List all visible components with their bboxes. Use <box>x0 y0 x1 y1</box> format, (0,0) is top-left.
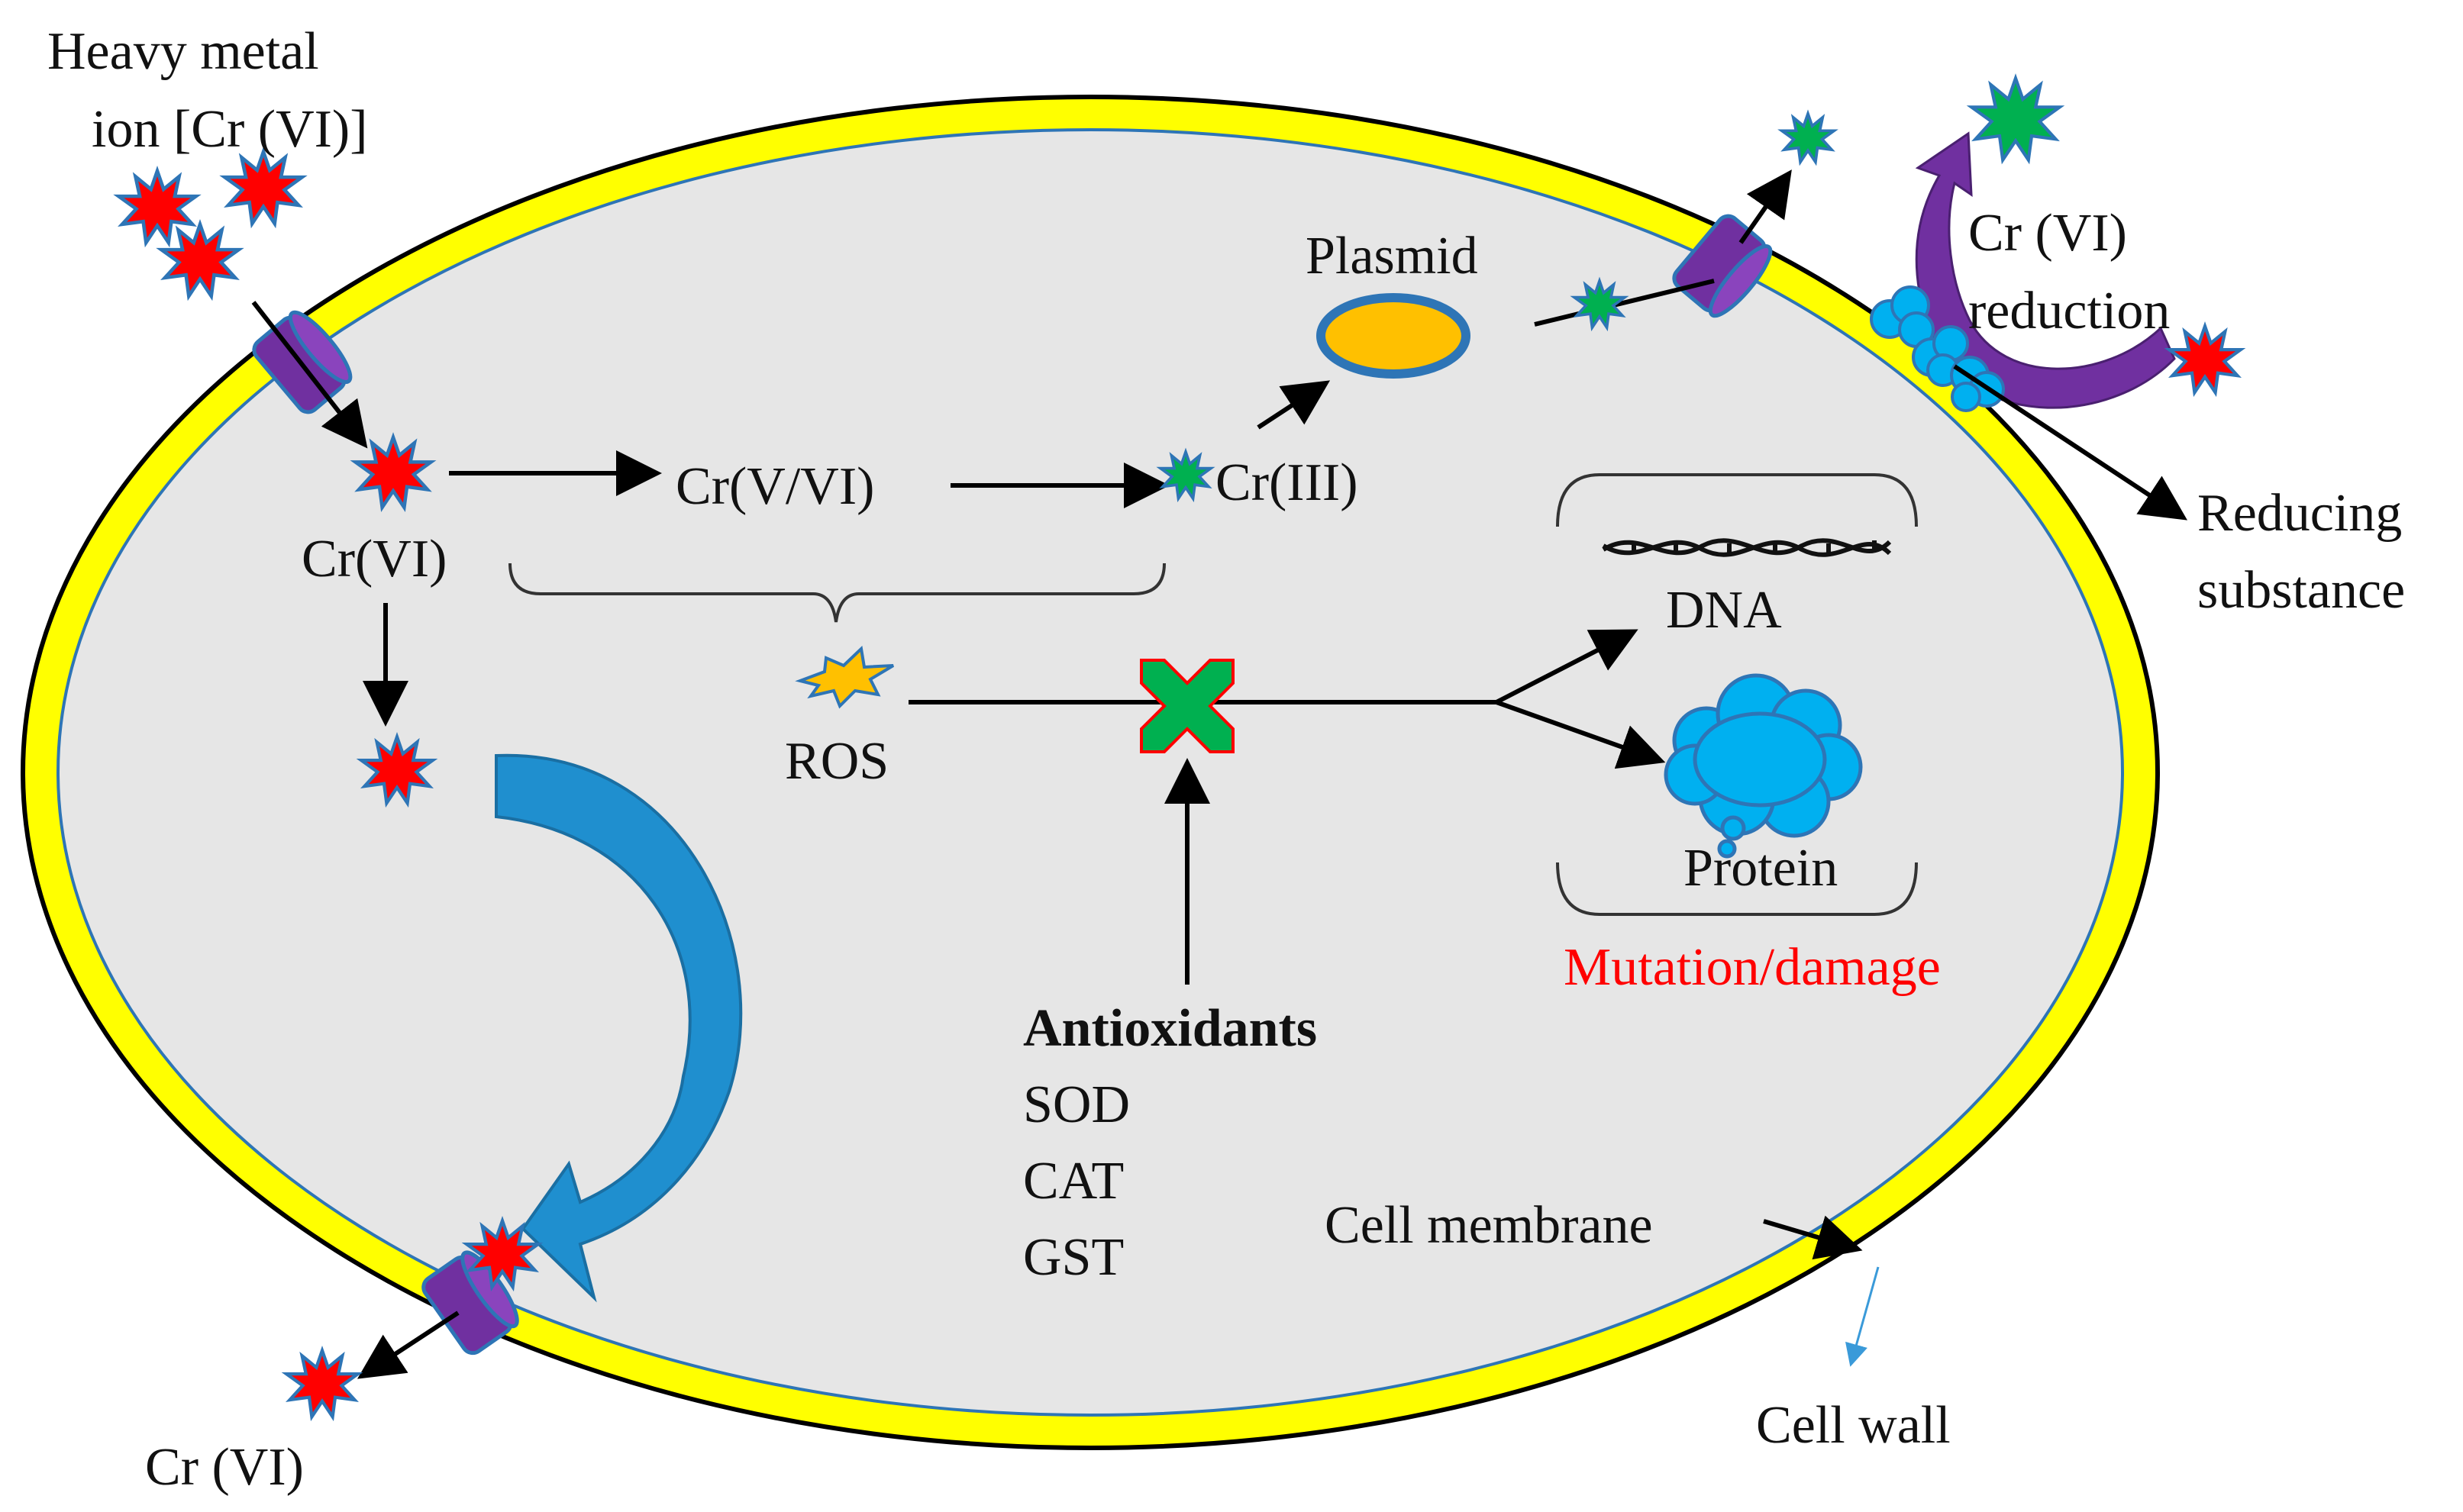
dna-protein-top-bracket <box>1556 473 1918 527</box>
sod-label: SOD <box>1023 1075 1130 1134</box>
cr-vi-ion-icon <box>118 171 195 243</box>
dna-strand-icon <box>1602 538 1892 557</box>
arrow-import <box>251 301 368 449</box>
ros-label: ROS <box>785 732 889 791</box>
cr-v-vi-label: Cr(V/VI) <box>676 457 874 516</box>
cr-vi-out-label: Cr (VI) <box>145 1438 304 1497</box>
cr-vi-ion-icon <box>161 224 238 296</box>
cr-iii-label: Cr(III) <box>1215 453 1358 512</box>
inhibition-cross-icon <box>1140 659 1235 753</box>
arrow-reducing-substance <box>1953 364 2188 521</box>
gst-label: GST <box>1023 1228 1124 1287</box>
arrow-to-plasmid <box>1257 380 1331 430</box>
cr-vi-inside-label: Cr(VI) <box>302 530 447 588</box>
arrow-to-dna <box>1495 629 1638 704</box>
cell-membrane-label: Cell membrane <box>1325 1196 1653 1255</box>
reducing-substance-label-line1: Reducing <box>2197 484 2402 543</box>
cr-reduction-label-line2: reduction <box>1968 282 2170 340</box>
cr-iii-ion-icon <box>1971 79 2060 160</box>
plasmid-label: Plasmid <box>1306 227 1478 285</box>
dna-protein-bottom-bracket <box>1556 862 1918 916</box>
protein-cloud-icon <box>1664 673 1863 859</box>
ros-burst-icon <box>795 645 895 709</box>
export-flow-arrow <box>495 753 743 1303</box>
arrow-to-protein <box>1495 700 1666 769</box>
cr-vi-ion-icon <box>286 1351 358 1417</box>
heavy-metal-label-line1: Heavy metal <box>47 22 319 81</box>
cr-vi-ion-icon <box>2169 327 2241 393</box>
cr-iii-ion-icon <box>1780 112 1835 164</box>
arrow-efflux <box>1738 169 1792 244</box>
dna-label: DNA <box>1666 581 1782 640</box>
arrow-export <box>357 1311 460 1379</box>
cell-membrane <box>56 128 2124 1417</box>
pathway-brace <box>508 563 1166 623</box>
protein-label: Protein <box>1683 839 1838 898</box>
plasmid-icon <box>1316 293 1470 379</box>
arrow-cell-wall <box>1845 1266 1880 1367</box>
cr-vi-ion-icon <box>224 152 302 224</box>
cr-reduction-label-line1: Cr (VI) <box>1968 204 2127 263</box>
antioxidants-label: Antioxidants <box>1023 999 1317 1058</box>
reducing-substance-label-line2: substance <box>2197 561 2405 620</box>
plasmid-link <box>1534 279 1715 327</box>
cat-label: CAT <box>1023 1152 1124 1211</box>
arrow-cell-membrane <box>1763 1215 1863 1260</box>
mutation-damage-label: Mutation/damage <box>1564 938 1941 997</box>
heavy-metal-label-line2: ion [Cr (VI)] <box>92 100 368 159</box>
cell-wall-label: Cell wall <box>1756 1396 1951 1455</box>
